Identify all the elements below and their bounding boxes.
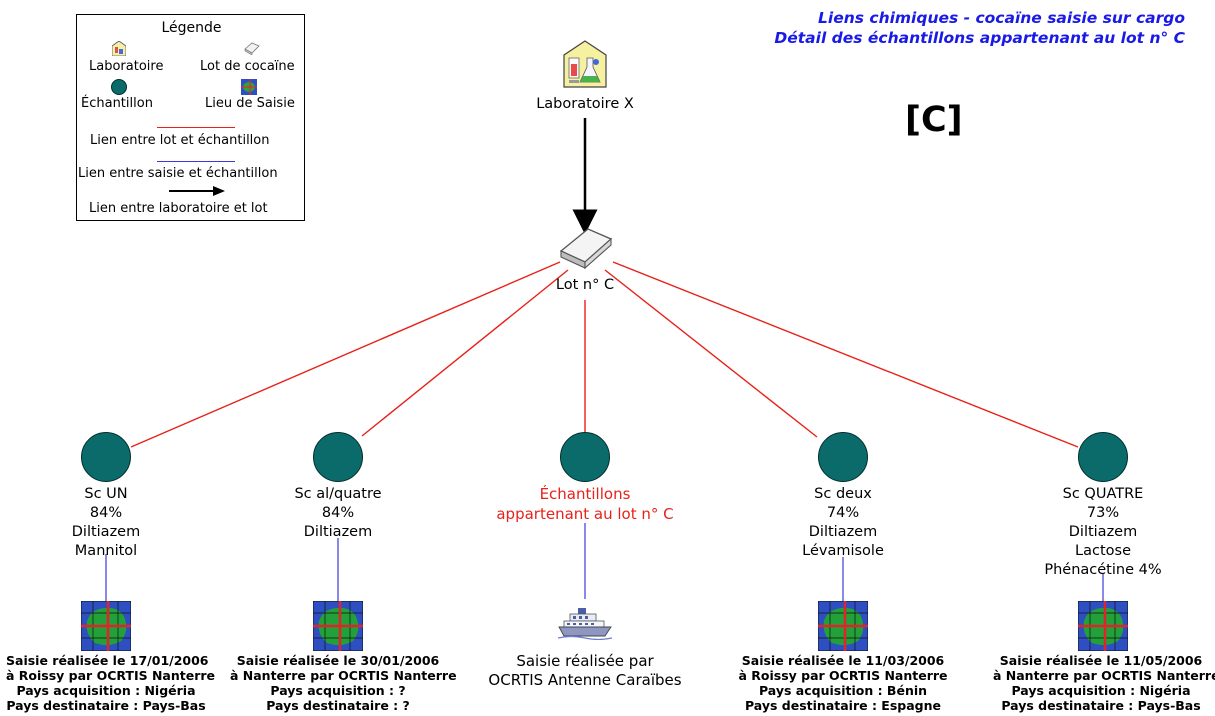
seizure-caption-5: Saisie réalisée le 11/05/2006 à Nanterre… xyxy=(993,653,1215,713)
seizure-caption-3: Saisie réalisée par OCRTIS Antenne Caraï… xyxy=(465,652,705,690)
legend-red-line xyxy=(157,127,235,128)
sample-2-line-2: 84% xyxy=(321,505,355,521)
sample-node-3 xyxy=(560,432,610,482)
lot-link-1 xyxy=(130,261,561,448)
lot-link-2 xyxy=(361,269,569,437)
sample-label-2: Sc al/quatre 84% Diltiazem xyxy=(258,485,418,542)
sample-4-line-3: Diltiazem xyxy=(808,524,878,540)
legend-lieu-label: Lieu de Saisie xyxy=(205,96,295,111)
sample-label-1: Sc UN 84% Diltiazem Mannitol xyxy=(26,485,186,561)
lot-link-4 xyxy=(604,269,818,438)
seizure-map-icon-4 xyxy=(818,601,868,651)
seizure-5-line-4: Pays destinataire : Pays-Bas xyxy=(1001,698,1201,713)
seizure-caption-2: Saisie réalisée le 30/01/2006 à Nanterre… xyxy=(230,653,457,713)
seizure-1-line-4: Pays destinataire : Pays-Bas xyxy=(6,698,206,713)
sample-5-line-5: Phénacétine 4% xyxy=(1044,562,1162,578)
seizure-5-line-1: Saisie réalisée le 11/05/2006 xyxy=(999,653,1203,668)
seizure-4-line-4: Pays destinataire : Espagne xyxy=(744,698,941,713)
sample-icon xyxy=(111,79,127,95)
seizure-3-line-2: OCRTIS Antenne Caraïbes xyxy=(488,671,682,689)
sample-2-line-3: Diltiazem xyxy=(303,524,373,540)
seizure-5-line-2: à Nanterre par OCRTIS Nanterre xyxy=(993,668,1215,683)
sample-5-line-4: Lactose xyxy=(1075,543,1131,559)
sample-4-line-4: Lévamisole xyxy=(802,543,884,559)
legend-box: Légende Laboratoire Lot de cocaïne Échan… xyxy=(76,14,305,221)
sample-label-3: Échantillons appartenant au lot n° C xyxy=(465,484,705,524)
seizure-1-line-2: à Roissy par OCRTIS Nanterre xyxy=(6,668,216,683)
sample-node-1 xyxy=(81,432,131,482)
seizure-2-line-1: Saisie réalisée le 30/01/2006 xyxy=(236,653,440,668)
sample-1-line-1: Sc UN xyxy=(84,486,128,502)
seizure-map-icon-2 xyxy=(313,601,363,651)
lot-icon xyxy=(244,42,260,55)
sample-label-4: Sc deux 74% Diltiazem Lévamisole xyxy=(763,485,923,561)
legend-arrow-icon xyxy=(169,186,225,196)
sample-4-line-1: Sc deux xyxy=(814,486,872,502)
seizure-map-icon-5 xyxy=(1078,601,1128,651)
laboratory-node-icon xyxy=(563,40,607,88)
sample-2-line-1: Sc al/quatre xyxy=(294,486,382,502)
lot-badge: [C] xyxy=(905,100,963,140)
lot-label: Lot n° C xyxy=(555,277,615,293)
seizure-5-line-3: Pays acquisition : Nigéria xyxy=(1011,683,1191,698)
sample-label-5: Sc QUATRE 73% Diltiazem Lactose Phénacét… xyxy=(1023,485,1183,580)
seizure-4-line-3: Pays acquisition : Bénin xyxy=(758,683,928,698)
ship-icon xyxy=(558,608,612,640)
legend-lien-labo-label: Lien entre laboratoire et lot xyxy=(89,201,268,216)
sample-1-line-3: Diltiazem xyxy=(71,524,141,540)
seizure-2-line-4: Pays destinataire : ? xyxy=(266,698,410,713)
seizure-caption-1: Saisie réalisée le 17/01/2006 à Roissy p… xyxy=(6,653,216,713)
title-line-1: Liens chimiques - cocaïne saisie sur car… xyxy=(818,9,1185,27)
seizure-1-line-1: Saisie réalisée le 17/01/2006 xyxy=(6,653,209,668)
sample-5-line-2: 73% xyxy=(1086,505,1120,521)
sample-node-4 xyxy=(818,432,868,482)
sample-1-line-4: Mannitol xyxy=(74,543,138,559)
seizure-caption-4: Saisie réalisée le 11/03/2006 à Roissy p… xyxy=(735,653,951,713)
lot-node-icon xyxy=(559,228,613,270)
legend-lot-label: Lot de cocaïne xyxy=(200,59,295,74)
seizure-2-line-3: Pays acquisition : ? xyxy=(270,683,406,698)
seizure-3-line-1: Saisie réalisée par xyxy=(516,652,654,670)
sample-1-line-2: 84% xyxy=(89,505,123,521)
sample-3-line-1: Échantillons xyxy=(539,485,631,503)
legend-title: Légende xyxy=(161,20,222,36)
seizure-4-line-1: Saisie réalisée le 11/03/2006 xyxy=(741,653,945,668)
seizure-2-line-2: à Nanterre par OCRTIS Nanterre xyxy=(230,668,457,683)
seizure-4-line-2: à Roissy par OCRTIS Nanterre xyxy=(738,668,948,683)
legend-lien-lot-label: Lien entre lot et échantillon xyxy=(90,133,270,148)
sample-4-line-2: 74% xyxy=(826,505,860,521)
sample-5-line-3: Diltiazem xyxy=(1068,524,1138,540)
lot-link-5 xyxy=(612,261,1079,448)
diagram-title: Liens chimiques - cocaïne saisie sur car… xyxy=(774,8,1185,48)
legend-laboratoire-label: Laboratoire xyxy=(89,59,164,74)
seizure-map-icon-1 xyxy=(81,601,131,651)
legend-blue-line xyxy=(157,161,235,162)
laboratory-label: Laboratoire X xyxy=(536,96,634,112)
legend-lien-saisie-label: Lien entre saisie et échantillon xyxy=(78,166,278,181)
sample-node-2 xyxy=(313,432,363,482)
seizure-1-line-3: Pays acquisition : Nigéria xyxy=(16,683,196,698)
sample-5-line-1: Sc QUATRE xyxy=(1062,486,1144,502)
laboratory-icon xyxy=(112,41,126,56)
legend-echantillon-label: Échantillon xyxy=(81,96,153,111)
seizure-map-icon xyxy=(241,79,257,95)
sample-node-5 xyxy=(1078,432,1128,482)
title-line-2: Détail des échantillons appartenant au l… xyxy=(774,29,1185,47)
sample-3-line-2: appartenant au lot n° C xyxy=(496,505,674,523)
